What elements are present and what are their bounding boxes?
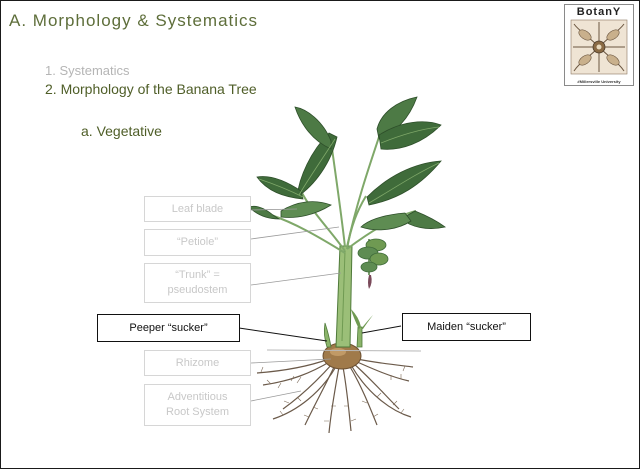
outline-subitem-vegetative: a. Vegetative	[81, 123, 162, 139]
logo-title: BotanY	[576, 6, 622, 18]
maiden-sucker	[356, 326, 363, 348]
label-root-line2: Root System	[166, 406, 229, 418]
outline-item-systematics: 1. Systematics	[45, 63, 130, 78]
adventitious-roots	[256, 358, 414, 434]
banana-leaves	[248, 96, 446, 231]
label-root-line1: Adventitious	[167, 391, 228, 403]
label-rhizome-text: Rhizome	[175, 356, 220, 369]
label-trunk-pseudostem: “Trunk” = pseudostem	[144, 263, 251, 303]
botany-logo: BotanY #Millersville Universi	[564, 4, 634, 86]
outline-item-morphology: 2. Morphology of the Banana Tree	[45, 81, 257, 97]
label-trunk-line1: “Trunk” =	[175, 269, 220, 281]
peeper-sucker	[323, 322, 332, 348]
label-leaf-blade-text: Leaf blade	[171, 202, 224, 215]
logo-subtitle: #Millersville University	[577, 79, 621, 84]
pseudostem	[335, 245, 353, 348]
label-trunk-line2: pseudostem	[167, 284, 228, 296]
label-maiden-sucker: Maiden “sucker”	[402, 313, 531, 341]
slide-title: A. Morphology & Systematics	[9, 11, 259, 30]
label-peeper-sucker: Peeper “sucker”	[97, 314, 240, 342]
label-adventitious-root-system: Adventitious Root System	[144, 384, 251, 426]
banana-bunch	[357, 238, 389, 289]
logo-flower-image	[570, 19, 628, 75]
label-petiole: “Petiole”	[144, 229, 251, 256]
label-petiole-text: “Petiole”	[177, 236, 218, 248]
label-leaf-blade: Leaf blade	[144, 196, 251, 222]
label-rhizome: Rhizome	[144, 350, 251, 376]
